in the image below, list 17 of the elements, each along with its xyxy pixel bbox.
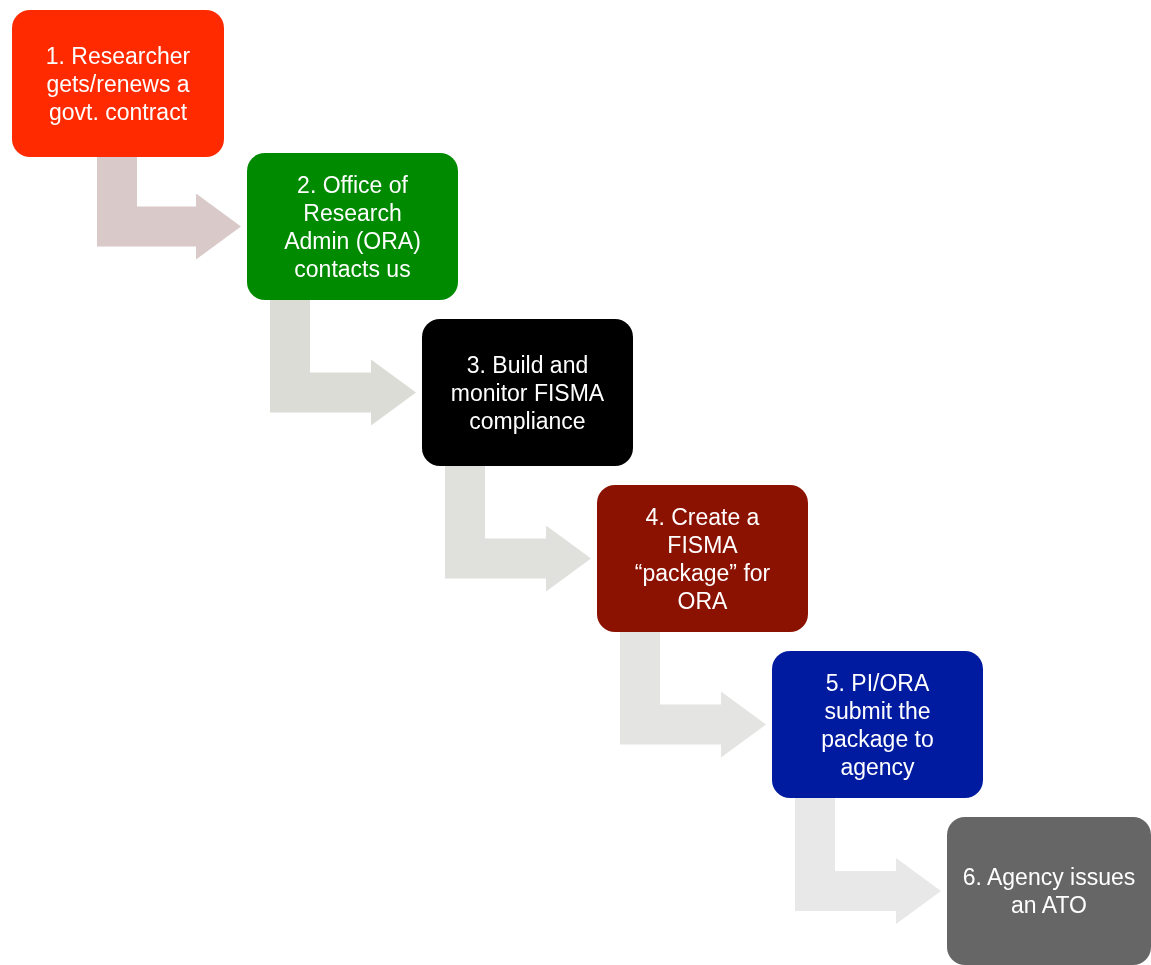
step-label: 4. Create a FISMA “package” for ORA [633, 502, 772, 615]
elbow-arrow [795, 798, 941, 924]
step-label: 6. Agency issues an ATO [961, 863, 1137, 919]
step-label: 1. Researcher gets/renews a govt. contract [44, 41, 192, 126]
process-box [247, 153, 458, 300]
elbow-arrow [97, 157, 241, 260]
elbow-arrow [270, 300, 416, 426]
step-label: 2. Office of Research Admin (ORA) contacts us [283, 170, 422, 283]
process-box [422, 319, 633, 466]
process-box [772, 651, 983, 798]
process-box [947, 817, 1151, 965]
process-box [12, 10, 224, 157]
process-box [597, 485, 808, 632]
step-label: 3. Build and monitor FISMA compliance [449, 350, 606, 435]
elbow-arrow [620, 632, 766, 758]
elbow-arrow [445, 466, 591, 592]
step-label: 5. PI/ORA submit the package to agency [820, 668, 935, 781]
